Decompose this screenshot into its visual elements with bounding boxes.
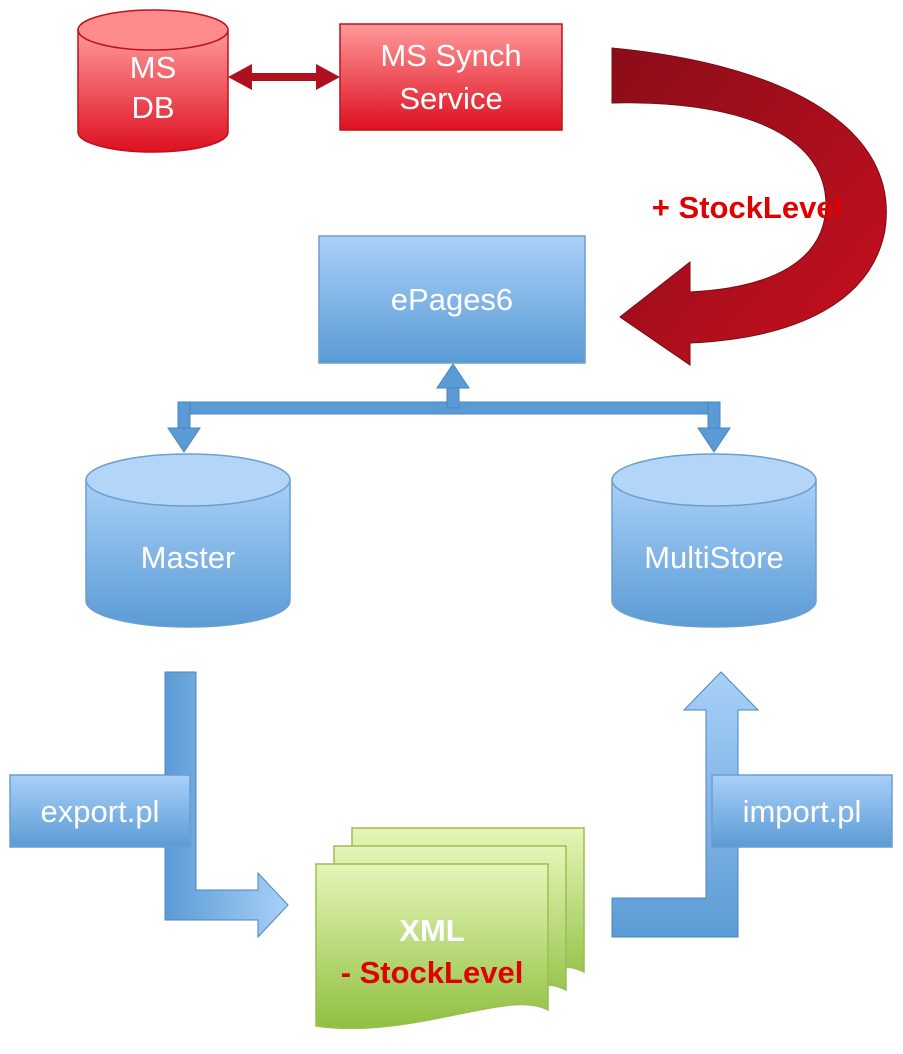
ms-synch-label-line1: MS Synch	[380, 38, 521, 73]
xml-stocklevel-label: - StockLevel	[341, 955, 524, 990]
ms-db-label-line1: MS	[130, 50, 177, 85]
export-pl-label: export.pl	[41, 794, 160, 829]
multistore-label: MultiStore	[644, 540, 784, 575]
ms-db-cylinder: MS DB	[77, 9, 229, 153]
curved-stock-arrow	[611, 47, 887, 366]
ms-synch-service-box: MS Synch Service	[339, 23, 563, 131]
epages6-label: ePages6	[391, 282, 513, 317]
epages6-box: ePages6	[318, 235, 586, 364]
multistore-cylinder: MultiStore	[611, 453, 817, 628]
xml-document-stack: XML - StockLevel	[315, 827, 585, 1030]
import-pl-label: import.pl	[743, 794, 862, 829]
db-synch-double-arrow	[228, 64, 340, 90]
import-pl-box: import.pl	[711, 774, 893, 848]
export-bent-arrow	[164, 671, 289, 939]
ms-db-label-line2: DB	[131, 90, 174, 125]
ms-synch-label-line2: Service	[399, 81, 502, 116]
epages-branch-arrows	[167, 363, 731, 453]
master-label: Master	[141, 540, 236, 575]
export-pl-box: export.pl	[9, 774, 191, 848]
stocklevel-add-label: + StockLevel	[652, 190, 842, 225]
xml-label: XML	[399, 913, 464, 948]
import-bent-arrow	[611, 671, 760, 938]
master-cylinder: Master	[85, 453, 291, 628]
